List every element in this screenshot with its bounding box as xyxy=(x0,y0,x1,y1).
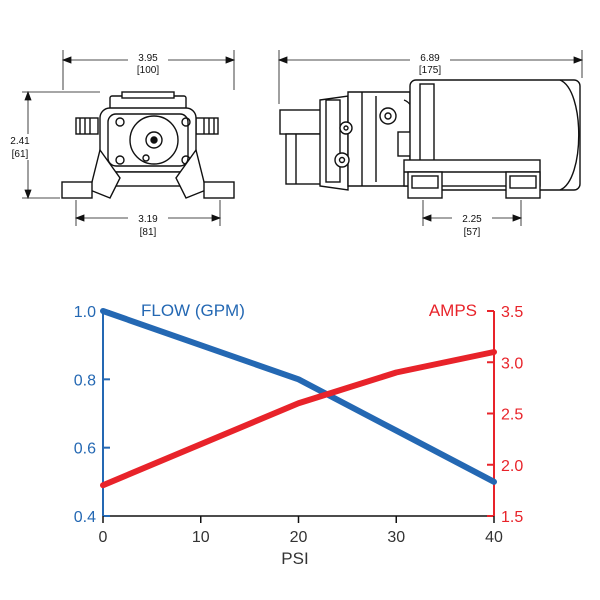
x-tick-label: 30 xyxy=(387,529,405,546)
right-tick-label: 1.5 xyxy=(501,509,523,526)
left-tick-label: 1.0 xyxy=(74,304,96,321)
side-mount-spacing-mm: [57] xyxy=(464,227,481,238)
flow-series-line xyxy=(100,308,497,485)
x-tick-label: 0 xyxy=(99,529,108,546)
x-tick-label: 40 xyxy=(485,529,503,546)
side-view-pump xyxy=(279,79,581,199)
front-height-inches: 2.41 xyxy=(10,136,30,147)
right-axis-ticks: 1.5 2.0 2.5 3.0 3.5 xyxy=(487,304,523,526)
front-mount-spacing-mm: [81] xyxy=(140,227,157,238)
dimension-drawing: 3.95 [100] 2.41 [61] 3.19 [81] xyxy=(4,50,584,238)
side-mount-spacing-inches: 2.25 xyxy=(462,214,482,225)
left-tick-label: 0.6 xyxy=(74,441,96,458)
left-tick-label: 0.4 xyxy=(74,509,96,526)
right-tick-label: 2.0 xyxy=(501,458,523,475)
x-tick-label: 10 xyxy=(192,529,210,546)
side-length-mm: [175] xyxy=(419,65,441,76)
right-tick-label: 3.5 xyxy=(501,304,523,321)
x-tick-label: 20 xyxy=(290,529,308,546)
front-height-mm: [61] xyxy=(12,149,29,160)
front-width-mm: [100] xyxy=(137,65,159,76)
left-axis-ticks: 0.4 0.6 0.8 1.0 xyxy=(74,304,110,526)
front-mount-spacing-inches: 3.19 xyxy=(138,214,158,225)
x-axis-ticks: 0 10 20 30 40 xyxy=(99,516,503,546)
right-tick-label: 2.5 xyxy=(501,407,523,424)
front-width-inches: 3.95 xyxy=(138,53,158,64)
x-axis-title: PSI xyxy=(281,549,308,568)
front-view-pump xyxy=(61,91,235,199)
side-length-inches: 6.89 xyxy=(420,53,440,64)
right-tick-label: 3.0 xyxy=(501,355,523,372)
amps-series-label: AMPS xyxy=(429,301,477,320)
flow-series-label: FLOW (GPM) xyxy=(141,301,245,320)
amps-series-line xyxy=(100,349,497,489)
left-tick-label: 0.8 xyxy=(74,372,96,389)
